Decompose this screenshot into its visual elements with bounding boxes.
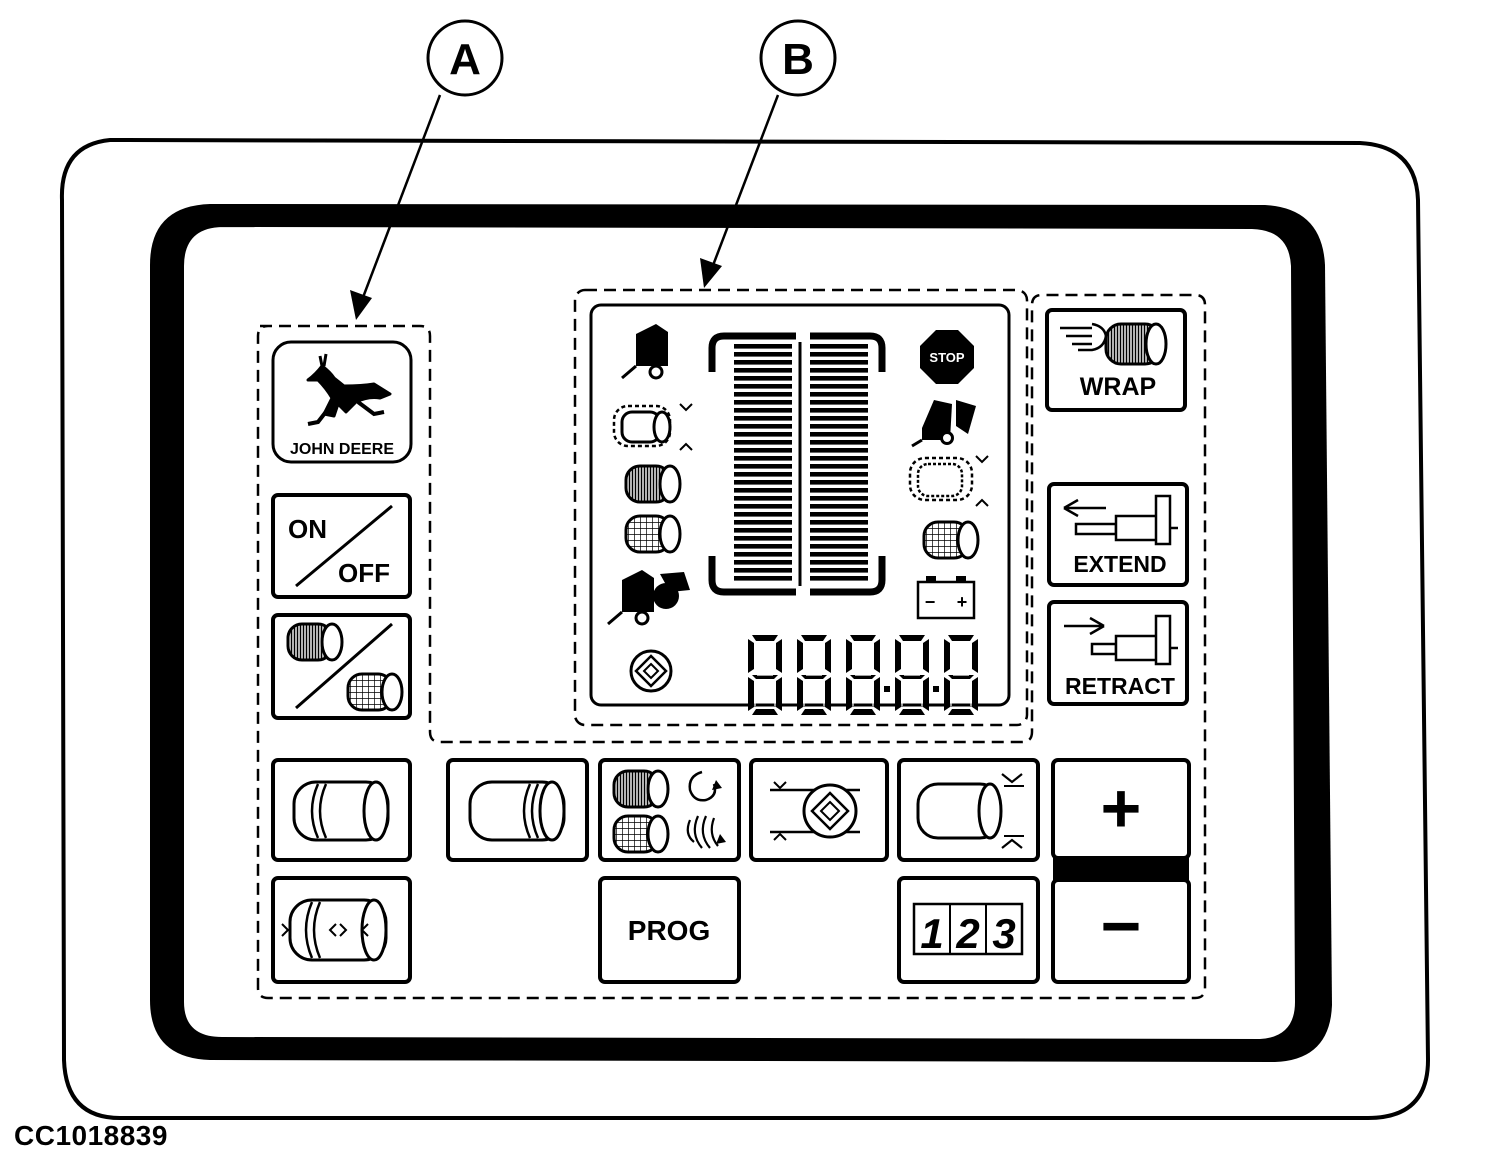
reference-code: CC1018839 bbox=[14, 1120, 168, 1151]
net-bale-icon bbox=[624, 514, 682, 554]
arrow-left-icon bbox=[1063, 498, 1106, 518]
knives-button[interactable] bbox=[749, 758, 889, 862]
wrap-label: WRAP bbox=[1080, 373, 1156, 401]
net-wrap-icon bbox=[922, 520, 980, 560]
callout-a: A bbox=[350, 19, 504, 320]
battery-plus-label: + bbox=[957, 592, 968, 612]
retract-button[interactable]: RETRACT bbox=[1047, 600, 1189, 706]
bale-shape-bar-graph bbox=[708, 332, 886, 596]
bale-side-icon bbox=[292, 780, 390, 842]
counter-digit-3: 3 bbox=[992, 910, 1015, 957]
seven-segment-readout: 88888 bbox=[0, 0, 979, 716]
bale-wrap-icon bbox=[1104, 322, 1168, 366]
retract-label: RETRACT bbox=[1065, 673, 1175, 699]
callout-b: B bbox=[700, 19, 837, 288]
twine-net-select-button[interactable] bbox=[271, 613, 412, 720]
counter-digit-2: 2 bbox=[955, 910, 979, 957]
twine-wrap-icon bbox=[612, 769, 670, 809]
counter-digit-1: 1 bbox=[920, 910, 943, 957]
single-turn-icon bbox=[688, 770, 722, 802]
battery-icon: − + bbox=[916, 576, 976, 620]
counter-select-button[interactable]: 1 2 3 bbox=[897, 876, 1040, 984]
wrap-count-button[interactable] bbox=[598, 758, 741, 862]
on-off-button[interactable]: ON OFF bbox=[271, 493, 412, 599]
rotor-knife-icon bbox=[770, 781, 860, 841]
bale-compress-icon bbox=[281, 898, 388, 962]
cylinder-extend-icon bbox=[1074, 494, 1178, 546]
bale-density-icon bbox=[916, 773, 1024, 849]
multi-turn-icon bbox=[686, 815, 726, 849]
leaping-deer-icon bbox=[306, 353, 392, 426]
tailgate-open-icon bbox=[911, 400, 976, 448]
stop-label: STOP bbox=[929, 350, 964, 365]
hand-press-icon bbox=[1060, 322, 1108, 352]
plus-minus-divider bbox=[1053, 858, 1189, 880]
extend-label: EXTEND bbox=[1073, 551, 1166, 577]
extend-button[interactable]: EXTEND bbox=[1047, 482, 1189, 587]
on-label: ON bbox=[288, 514, 327, 544]
john-deere-button[interactable]: JOHN DEERE bbox=[271, 340, 413, 464]
twine-bale-icon bbox=[624, 464, 682, 504]
callout-b-label: B bbox=[782, 35, 814, 84]
twine-icon bbox=[286, 622, 344, 662]
minus-label: − bbox=[1101, 887, 1142, 965]
readout-value: 88888 bbox=[0, 0, 3, 1]
plus-button[interactable]: + bbox=[1051, 758, 1191, 860]
cylinder-retract-icon bbox=[1090, 614, 1178, 666]
bale-full-icon bbox=[908, 455, 989, 507]
stop-icon: STOP bbox=[920, 330, 974, 384]
prog-label: PROG bbox=[628, 915, 710, 946]
prog-button[interactable]: PROG bbox=[598, 876, 741, 984]
net-wrap-count-icon bbox=[612, 814, 670, 854]
bale-diameter-button[interactable] bbox=[271, 758, 412, 862]
plus-label: + bbox=[1101, 769, 1142, 847]
john-deere-logo-text: JOHN DEERE bbox=[290, 441, 394, 458]
bale-outline-density-icon bbox=[612, 403, 693, 451]
off-label: OFF bbox=[338, 558, 390, 588]
knife-rotor-icon bbox=[629, 649, 673, 693]
bale-eject-icon bbox=[606, 568, 690, 626]
zone-a-keypad-outline bbox=[256, 293, 1207, 1000]
arrow-right-icon bbox=[1064, 616, 1105, 636]
bale-end-icon bbox=[468, 780, 566, 842]
callout-a-label: A bbox=[449, 35, 481, 84]
net-icon bbox=[346, 672, 404, 712]
zone-b-display-outline bbox=[573, 288, 1029, 727]
bale-density-button[interactable] bbox=[897, 758, 1040, 862]
counter-lcd-box bbox=[912, 902, 1024, 956]
battery-minus-label: − bbox=[925, 592, 936, 612]
bale-shape-button[interactable] bbox=[446, 758, 589, 862]
wrap-button[interactable]: WRAP bbox=[1045, 308, 1187, 412]
bale-count-button[interactable] bbox=[271, 876, 412, 984]
minus-button[interactable]: − bbox=[1051, 878, 1191, 984]
